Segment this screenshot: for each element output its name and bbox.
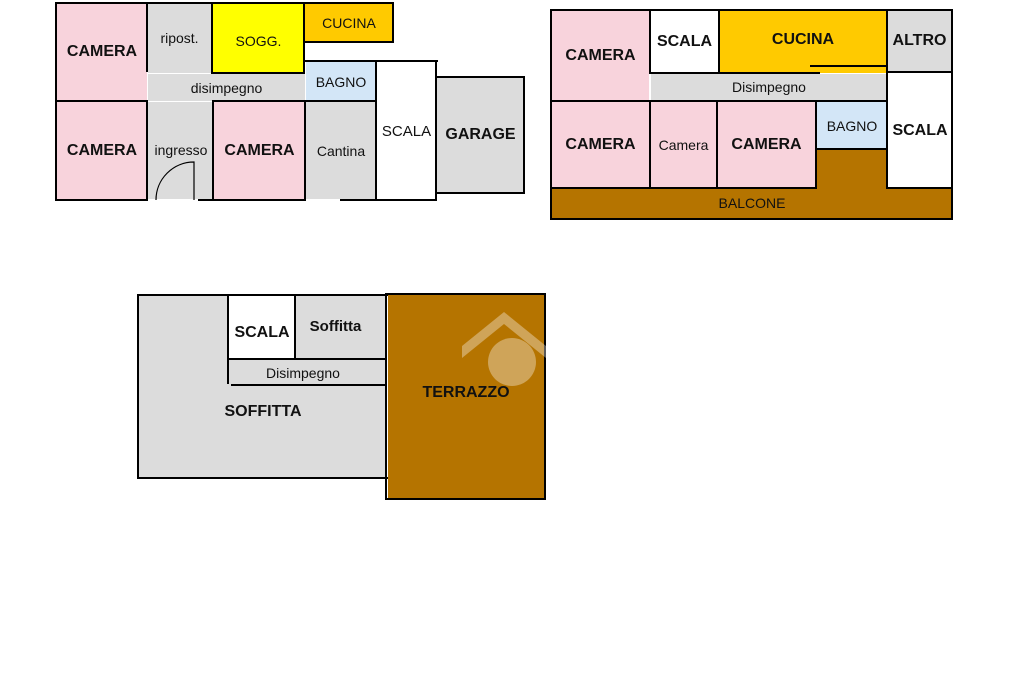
wall xyxy=(227,358,387,360)
wall xyxy=(650,100,887,102)
room-soggiorno: SOGG. xyxy=(212,3,305,73)
room-camera: CAMERA xyxy=(57,3,147,100)
wall xyxy=(211,72,305,74)
wall xyxy=(437,76,525,78)
wall xyxy=(886,9,888,188)
room-scala: SCALA xyxy=(229,296,295,359)
room-balcone: BALCONE xyxy=(552,188,952,218)
room-camera: CAMERA xyxy=(552,102,649,188)
room-balcone-extension xyxy=(817,150,888,190)
room-cucina: CUCINA xyxy=(720,11,886,73)
wall xyxy=(886,71,952,73)
wall xyxy=(375,60,377,201)
wall xyxy=(304,100,306,200)
brand-logo-icon xyxy=(462,312,546,386)
wall xyxy=(550,9,552,220)
wall xyxy=(137,477,388,479)
wall xyxy=(55,199,148,201)
wall xyxy=(815,100,817,188)
wall xyxy=(227,294,229,384)
wall xyxy=(146,100,148,200)
room-camera: CAMERA xyxy=(57,102,147,199)
wall xyxy=(886,187,952,189)
wall xyxy=(649,100,651,188)
wall xyxy=(550,187,817,189)
room-cucina: CUCINA xyxy=(305,3,393,42)
wall xyxy=(716,100,718,188)
wall xyxy=(550,218,953,220)
wall xyxy=(231,384,387,386)
wall xyxy=(212,100,306,102)
wall xyxy=(137,294,139,479)
room-ingresso: ingresso xyxy=(148,102,214,199)
room-cantina: Cantina xyxy=(306,102,376,199)
wall xyxy=(385,293,546,295)
wall xyxy=(294,294,296,358)
room-garage: GARAGE xyxy=(437,77,524,193)
room-bagno: BAGNO xyxy=(306,62,376,101)
wall xyxy=(212,100,214,200)
wall xyxy=(55,2,394,4)
wall xyxy=(303,41,394,43)
room-camera: CAMERA xyxy=(718,102,815,188)
wall xyxy=(303,2,305,74)
wall xyxy=(650,72,820,74)
room-soffitta-small: Soffitta xyxy=(297,296,386,359)
wall xyxy=(198,199,306,201)
room-camera-small: Camera xyxy=(651,102,716,188)
room-disimpegno: disimpegno xyxy=(148,74,305,101)
wall xyxy=(55,100,148,102)
wall xyxy=(392,2,394,43)
wall xyxy=(550,9,953,11)
wall xyxy=(435,60,437,201)
room-scala: SCALA xyxy=(377,62,436,200)
room-bagno: BAGNO xyxy=(817,102,887,149)
wall xyxy=(385,498,546,500)
wall xyxy=(146,2,148,72)
wall xyxy=(304,60,438,62)
room-camera: CAMERA xyxy=(552,11,649,100)
wall xyxy=(718,9,720,74)
wall xyxy=(544,293,546,500)
room-camera: CAMERA xyxy=(214,102,305,199)
wall xyxy=(815,148,887,150)
wall xyxy=(340,199,436,201)
wall xyxy=(437,192,525,194)
wall xyxy=(304,100,376,102)
room-disimpegno: Disimpegno xyxy=(231,362,387,384)
wall xyxy=(137,294,388,296)
wall xyxy=(810,65,888,67)
door-swing-icon xyxy=(155,161,195,201)
room-scala: SCALA xyxy=(889,73,951,188)
wall xyxy=(385,293,387,500)
room-terrazzo: TERRAZZO xyxy=(388,295,544,499)
wall xyxy=(550,100,650,102)
room-disimpegno: Disimpegno xyxy=(651,74,887,100)
room-ripostiglio: ripost. xyxy=(148,3,211,73)
room-scala: SCALA xyxy=(651,11,718,73)
room-altro: ALTRO xyxy=(888,11,951,71)
wall xyxy=(951,9,953,220)
wall xyxy=(649,9,651,74)
wall xyxy=(523,76,525,193)
wall xyxy=(211,2,213,74)
